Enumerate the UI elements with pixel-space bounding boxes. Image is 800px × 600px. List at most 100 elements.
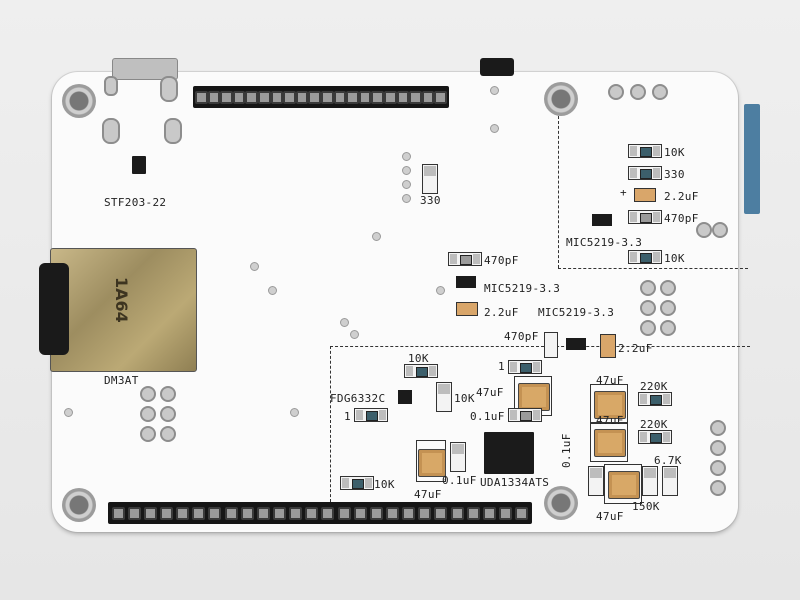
resistor-10k-d	[436, 382, 452, 412]
resistor-10k-b	[628, 250, 662, 264]
via	[64, 408, 73, 417]
resistor-1-a	[508, 360, 542, 374]
via	[490, 124, 499, 133]
side-pad	[712, 222, 728, 238]
via	[490, 86, 499, 95]
mounting-hole-bottom-left	[62, 488, 96, 522]
pad-grid	[140, 406, 156, 422]
pin-header-top	[193, 86, 449, 108]
silk-outline	[558, 268, 748, 269]
resistor-220k-b	[638, 430, 672, 444]
pad-grid	[660, 280, 676, 296]
side-pad	[710, 440, 726, 456]
label-47uf-b: 47uF	[596, 374, 624, 387]
micro-sd-card	[39, 263, 69, 355]
pad-grid	[660, 300, 676, 316]
label-0-1uf-a: 0.1uF	[470, 410, 505, 423]
side-pad	[696, 222, 712, 238]
top-pad	[652, 84, 668, 100]
regulator-mic5219-a	[592, 214, 612, 226]
pad-grid	[160, 406, 176, 422]
capacitor-470pf-c	[544, 332, 558, 358]
via	[402, 166, 411, 175]
usb-pad	[104, 76, 118, 96]
pad-grid	[140, 386, 156, 402]
label-47uf-a: 47uF	[476, 386, 504, 399]
label-uda1334: UDA1334ATS	[480, 476, 550, 489]
via	[290, 408, 299, 417]
label-10k-d: 10K	[454, 392, 475, 405]
label-470pf-c: 470pF	[504, 330, 539, 343]
capacitor-47uf-d	[416, 440, 446, 482]
usb-pad	[164, 118, 182, 144]
label-plus: +	[620, 186, 627, 199]
capacitor-2-2uf-a	[634, 188, 656, 202]
capacitor-470pf-b	[448, 252, 482, 266]
side-connector	[744, 104, 760, 214]
regulator-mic5219-b	[456, 276, 476, 288]
via	[402, 152, 411, 161]
pad-grid	[640, 320, 656, 336]
capacitor-2-2uf-b	[456, 302, 478, 316]
label-2-2uf-c: 2.2uF	[618, 342, 653, 355]
resistor-10k-a	[628, 144, 662, 158]
capacitor-47uf-b	[590, 384, 628, 424]
label-mic5219-a: MIC5219-3.3	[566, 236, 643, 249]
stf203-chip	[132, 156, 146, 174]
pad-grid	[140, 426, 156, 442]
label-6-7k: 6.7K	[654, 454, 682, 467]
usb-pad	[102, 118, 120, 144]
pad-grid	[160, 386, 176, 402]
side-pad	[710, 480, 726, 496]
mounting-hole-top-right	[544, 82, 578, 116]
via	[436, 286, 445, 295]
mounting-hole-top-left	[62, 84, 96, 118]
label-330-top: 330	[420, 194, 441, 207]
usb-connector	[112, 58, 178, 80]
pin-header-bottom	[108, 502, 532, 524]
label-10k-a: 10K	[664, 146, 685, 159]
label-2-2uf-a: 2.2uF	[664, 190, 699, 203]
usb-pad	[160, 76, 178, 102]
resistor-10k-e	[340, 476, 374, 490]
label-47uf-d: 47uF	[414, 488, 442, 501]
label-2-2uf-b: 2.2uF	[484, 306, 519, 319]
capacitor-0-1uf-b	[450, 442, 466, 472]
label-470pf-a: 470pF	[664, 212, 699, 225]
resistor-330-b	[628, 166, 662, 180]
capacitor-470pf-a	[628, 210, 662, 224]
top-pad	[630, 84, 646, 100]
label-47uf-c: 47uF	[596, 414, 624, 427]
capacitor-47uf-c	[590, 422, 628, 462]
resistor-6-7k	[662, 466, 678, 496]
side-pad	[710, 420, 726, 436]
silk-outline	[330, 346, 331, 502]
pad-grid	[640, 280, 656, 296]
via	[268, 286, 277, 295]
label-10k-b: 10K	[664, 252, 685, 265]
pad-grid	[660, 320, 676, 336]
sd-card-slot: 1A64	[39, 248, 197, 372]
mounting-hole-bottom-right	[544, 486, 578, 520]
capacitor-47uf-e	[604, 464, 642, 504]
resistor-150k	[642, 466, 658, 496]
pad-grid	[640, 300, 656, 316]
label-220k-a: 220K	[640, 380, 668, 393]
label-330-b: 330	[664, 168, 685, 181]
label-mic5219-b: MIC5219-3.3	[484, 282, 561, 295]
audio-jack	[480, 58, 514, 76]
via	[250, 262, 259, 271]
via	[372, 232, 381, 241]
label-stf203: STF203-22	[104, 196, 167, 209]
label-470pf-b: 470pF	[484, 254, 519, 267]
resistor-10k-c	[404, 364, 438, 378]
top-pad	[608, 84, 624, 100]
via	[340, 318, 349, 327]
label-fdg6332c: FDG6332C	[330, 392, 386, 405]
label-one-b: 1	[344, 410, 351, 423]
label-10k-e: 10K	[374, 478, 395, 491]
label-0-1uf-b: 0.1uF	[442, 474, 477, 487]
capacitor-0-1uf-a	[508, 408, 542, 422]
uda1334-chip	[484, 432, 534, 474]
label-10k-c: 10K	[408, 352, 429, 365]
